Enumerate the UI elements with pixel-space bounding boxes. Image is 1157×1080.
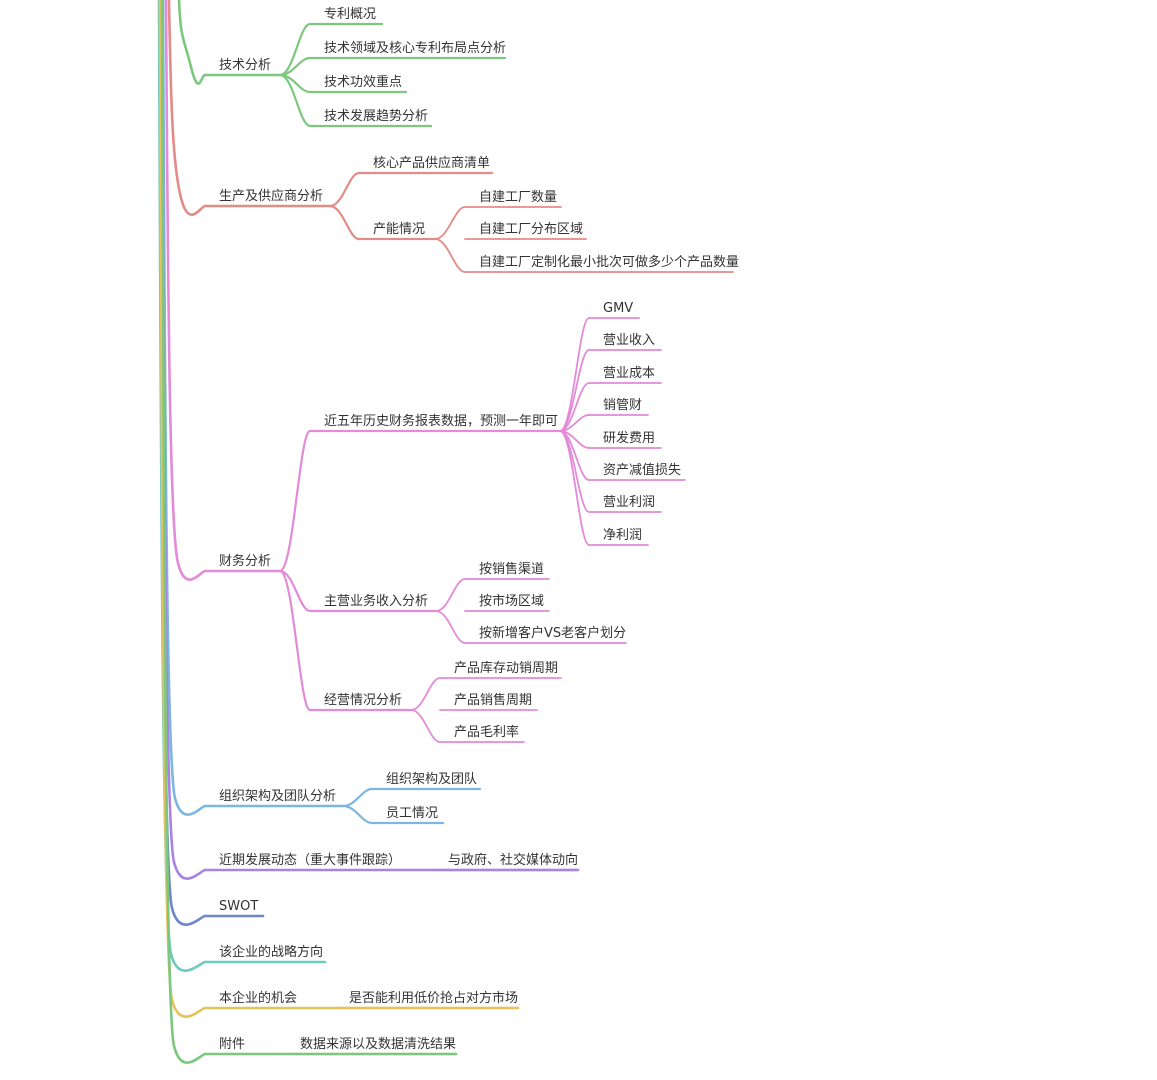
node-label-2-0-3: 销管财 xyxy=(603,398,642,413)
node-label-2-0-2: 营业成本 xyxy=(603,366,655,381)
trunk-branch-1 xyxy=(167,0,207,216)
node-label-0-1: 技术领域及核心专利布局点分析 xyxy=(324,41,506,56)
connector-2-1-0 xyxy=(435,578,466,612)
connector-2-2-2 xyxy=(410,709,441,743)
node-label-2-2-0: 产品库存动销周期 xyxy=(454,660,558,676)
connector-2-0-7 xyxy=(559,430,590,546)
connector-2-2-0 xyxy=(410,677,441,711)
node-label-0-3: 技术发展趋势分析 xyxy=(324,108,428,124)
connector-2-0 xyxy=(278,429,312,573)
branch-label-0: 技术分析 xyxy=(219,58,271,73)
node-label-2-1: 主营业务收入分析 xyxy=(324,593,428,609)
node-label-1-1-2: 自建工厂定制化最小批次可做多少个产品数量 xyxy=(479,254,739,270)
mind-map-nodes: 技术分析 专利概况技术领域及核心专利布局点分析技术功效重点技术发展趋势分析生产及供… xyxy=(203,7,739,1056)
trunk-branch-7 xyxy=(158,0,207,1018)
node-label-1-0: 核心产品供应商清单 xyxy=(373,155,490,171)
node-label-0-0: 专利概况 xyxy=(324,7,376,22)
connector-2-2 xyxy=(278,569,312,712)
connector-1-1 xyxy=(328,204,361,241)
trunk-branches xyxy=(157,0,207,1064)
node-label-2-0-7: 净利润 xyxy=(603,528,642,543)
connector-3-0 xyxy=(341,787,374,808)
node-label-0-2: 技术功效重点 xyxy=(324,74,402,90)
node-label-2-0-1: 营业收入 xyxy=(603,333,655,348)
node-label-2-2: 经营情况分析 xyxy=(324,693,402,708)
node-label-2-0: 近五年历史财务报表数据，预测一年即可 xyxy=(324,413,558,429)
connector-2-1-2 xyxy=(435,610,466,644)
connector-2-0-0 xyxy=(559,317,590,432)
node-label-1-1-0: 自建工厂数量 xyxy=(479,190,557,205)
branch-label-5: SWOT xyxy=(219,899,258,914)
connector-2-0-2 xyxy=(559,382,590,432)
branch-label-2: 财务分析 xyxy=(219,553,271,569)
connector-1-1-2 xyxy=(434,238,466,273)
node-label-2-1-2: 按新增客户VS老客户划分 xyxy=(479,625,626,641)
branch-label-7: 本企业的机会 xyxy=(219,990,297,1006)
trunk-branch-4 xyxy=(160,0,207,880)
node-label-2-1-1: 按市场区域 xyxy=(479,593,544,609)
branch-label-6: 该企业的战略方向 xyxy=(219,944,323,960)
connector-0-3 xyxy=(278,73,312,128)
connector-2-0-6 xyxy=(559,430,590,513)
node-label-2-0-5: 资产减值损失 xyxy=(603,462,681,478)
node-label-3-0: 组织架构及团队 xyxy=(386,772,477,787)
trunk-branch-2 xyxy=(164,0,207,581)
node-label-2-0-6: 营业利润 xyxy=(603,495,655,510)
node-label-3-1: 员工情况 xyxy=(386,806,438,821)
branch-label-3: 组织架构及团队分析 xyxy=(219,789,336,804)
node-label-2-1-0: 按销售渠道 xyxy=(479,561,544,577)
connector-1-0 xyxy=(328,171,361,208)
node-label-2-2-2: 产品毛利率 xyxy=(454,724,519,740)
branch-label-1: 生产及供应商分析 xyxy=(219,188,323,204)
trunk-branch-0 xyxy=(177,0,207,85)
node-label-7-0: 是否能利用低价抢占对方市场 xyxy=(349,990,518,1006)
connector-2-0-1 xyxy=(559,349,590,432)
trunk-branch-8 xyxy=(160,0,207,1064)
branch-label-8: 附件 xyxy=(219,1037,245,1052)
node-label-1-1: 产能情况 xyxy=(373,222,425,237)
node-label-4-0: 与政府、社交媒体动向 xyxy=(448,852,578,868)
node-label-2-0-0: GMV xyxy=(603,301,633,316)
node-label-2-2-1: 产品销售周期 xyxy=(454,692,532,708)
node-label-8-0: 数据来源以及数据清洗结果 xyxy=(300,1037,456,1052)
node-label-1-1-1: 自建工厂分布区域 xyxy=(479,222,583,237)
branch-label-4: 近期发展动态（重大事件跟踪） xyxy=(219,852,401,868)
node-label-2-0-4: 研发费用 xyxy=(603,430,655,446)
connector-2-1 xyxy=(278,569,312,613)
connector-1-1-0 xyxy=(434,206,466,240)
connector-3-1 xyxy=(341,804,374,825)
